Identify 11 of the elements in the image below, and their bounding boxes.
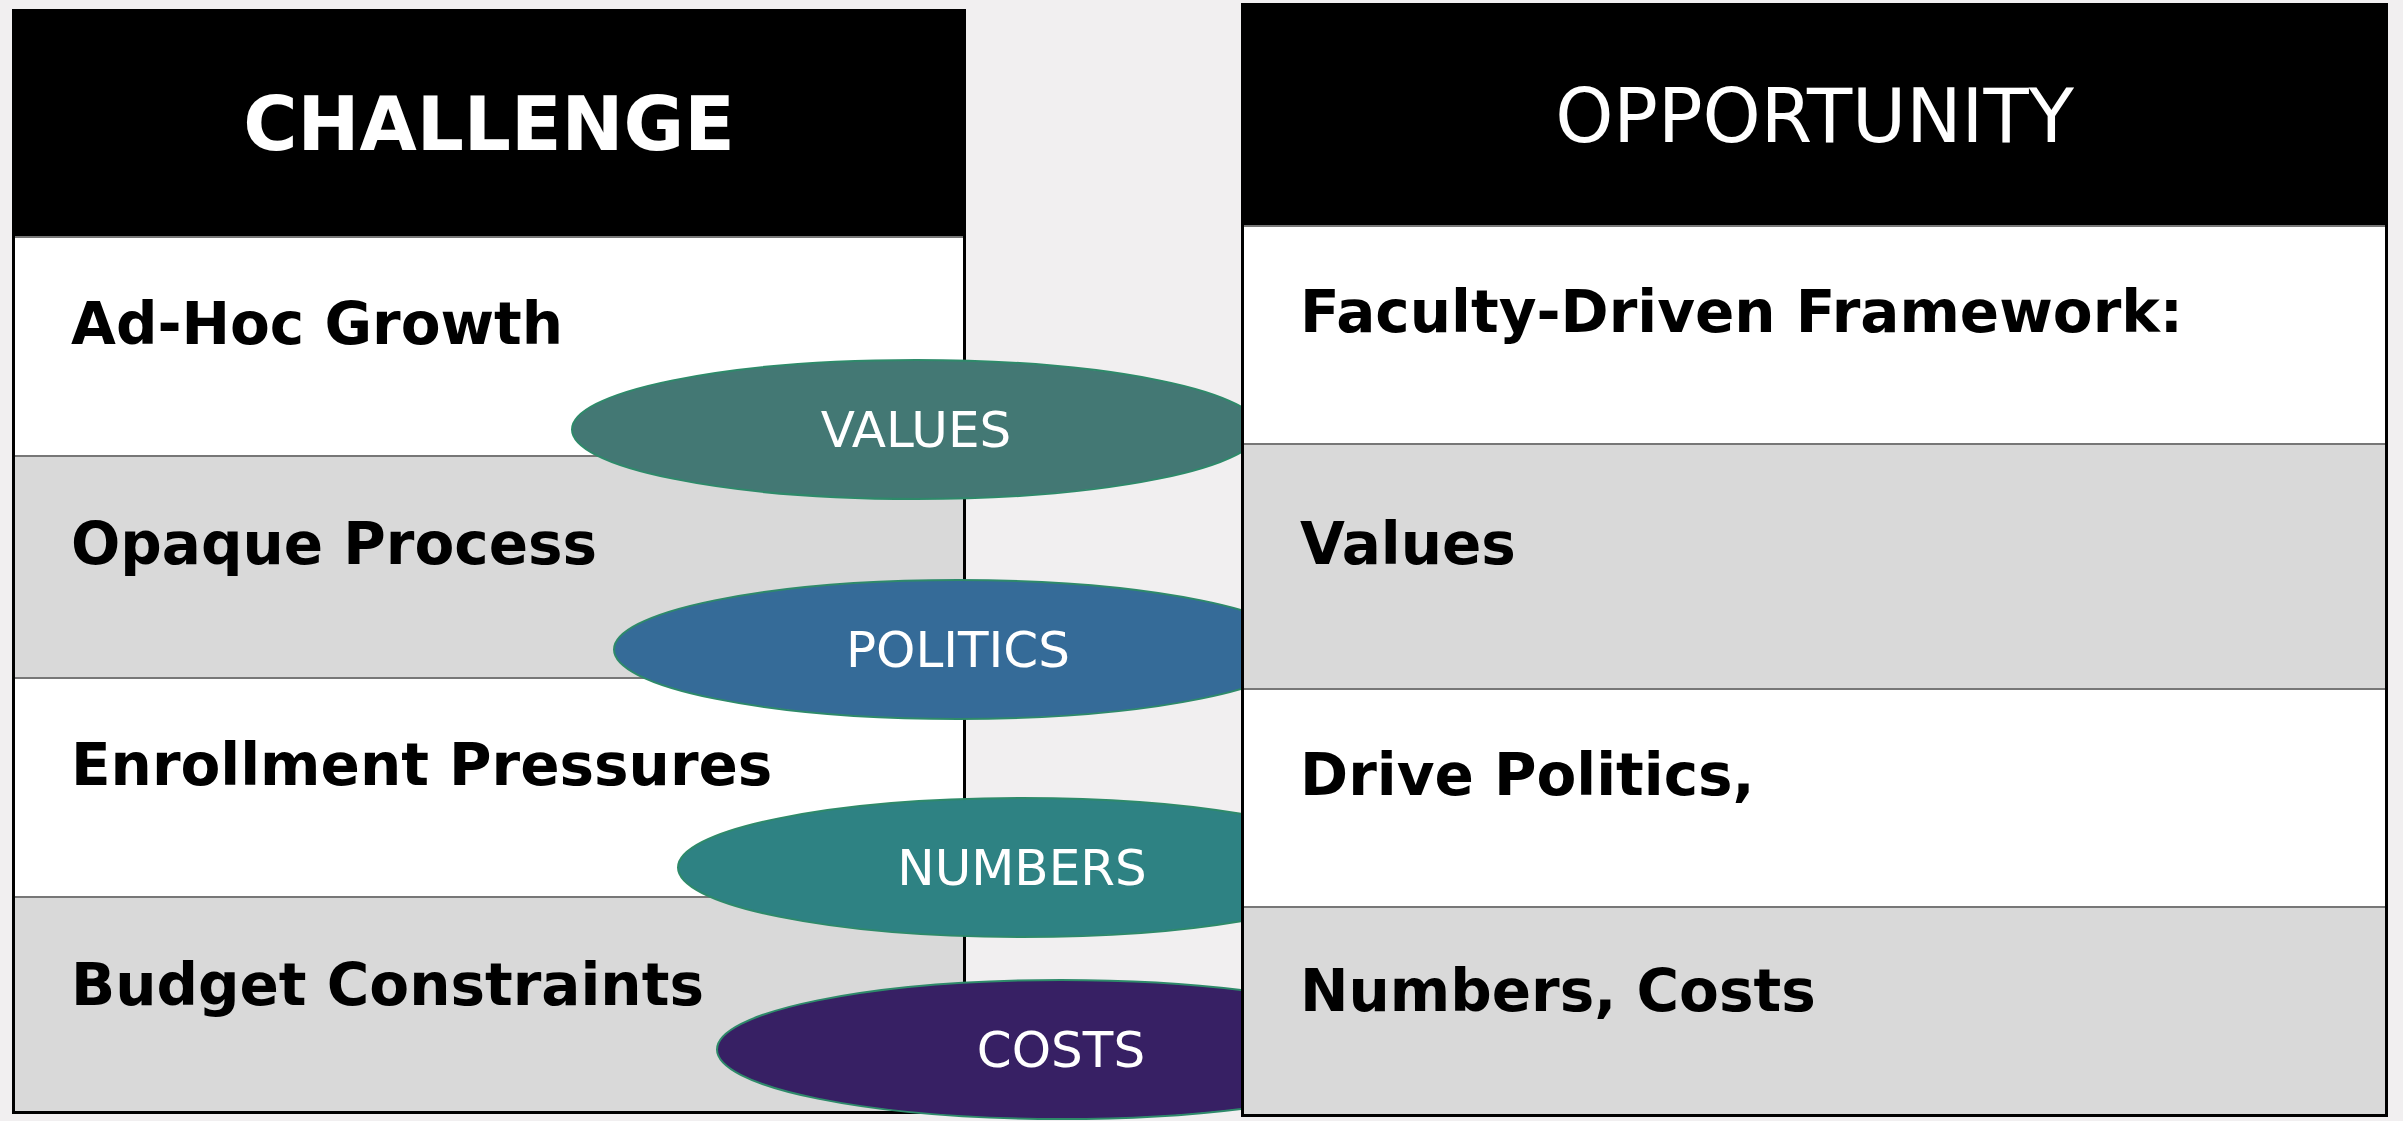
row-text: Faculty-Driven Framework: bbox=[1300, 278, 2183, 346]
row-text: Drive Politics, bbox=[1300, 741, 1755, 809]
row-text: Numbers, Costs bbox=[1300, 957, 1816, 1025]
row-text: Values bbox=[1300, 509, 1516, 578]
table-heading: OPPORTUNITY bbox=[1244, 6, 2385, 225]
row-text: Ad-Hoc Growth bbox=[71, 289, 564, 358]
row-text: Enrollment Pressures bbox=[71, 730, 773, 799]
row-text: Budget Constraints bbox=[71, 950, 704, 1019]
row-text: Opaque Process bbox=[71, 510, 598, 578]
table-panel bbox=[1241, 3, 2388, 1117]
table-heading: CHALLENGE bbox=[15, 12, 963, 236]
